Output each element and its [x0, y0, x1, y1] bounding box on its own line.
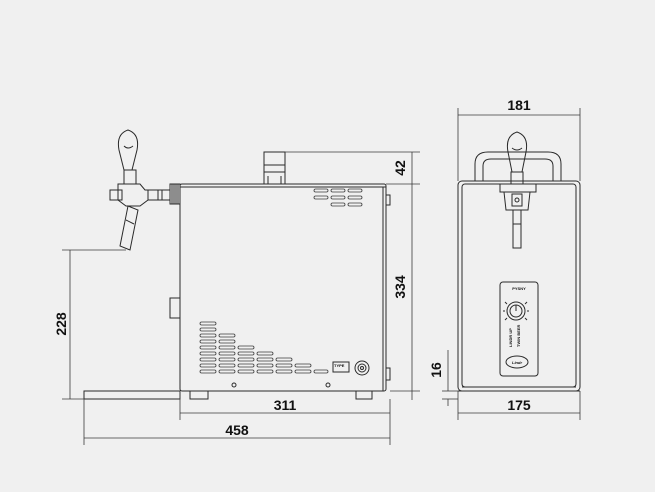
side-connector — [354, 360, 370, 376]
front-tap-body — [503, 191, 531, 211]
vent-slot — [218, 357, 236, 362]
vent-slot — [199, 351, 217, 356]
vent-slot — [237, 357, 255, 362]
panel-side-text2: TWIN BEER — [516, 324, 521, 347]
dim-334: 334 — [392, 275, 408, 299]
dim-458: 458 — [225, 422, 249, 438]
knob-label: PYSNY — [512, 286, 526, 291]
dim-42: 42 — [392, 160, 408, 176]
vent-slot — [199, 369, 217, 374]
dim-16: 16 — [428, 362, 444, 378]
side-tap-spout — [119, 205, 139, 251]
dimension-lines — [62, 108, 581, 445]
vent-slot — [275, 363, 293, 368]
logo-text: Lindr — [512, 360, 522, 365]
vent-slot — [218, 369, 236, 374]
side-body — [179, 183, 387, 392]
dim-181: 181 — [507, 97, 531, 113]
front-tap-spout — [512, 209, 522, 249]
top-vents — [313, 188, 363, 207]
vent-slot — [294, 363, 312, 368]
vent-slot — [256, 369, 274, 374]
vent-slot — [218, 351, 236, 356]
front-handle — [474, 151, 562, 181]
vent-slot — [237, 351, 255, 356]
vent-slot — [218, 363, 236, 368]
vent-slot — [199, 345, 217, 350]
vent-slot — [256, 363, 274, 368]
vent-slot — [218, 345, 236, 350]
vent-slot — [199, 333, 217, 338]
side-vent-grid — [199, 321, 329, 374]
vent-slot — [199, 339, 217, 344]
vent-slot — [199, 363, 217, 368]
side-tap-body — [117, 183, 149, 207]
vent-slot — [275, 357, 293, 362]
dim-175: 175 — [507, 397, 531, 413]
vent-slot — [218, 339, 236, 344]
panel-side-text: LINDR UP — [508, 328, 513, 347]
front-view: PYSNY LINDR UP TWIN BEER Lindr — [457, 131, 581, 392]
vent-slot — [256, 351, 274, 356]
vent-slot — [199, 357, 217, 362]
dim-228: 228 — [53, 312, 69, 336]
vent-slot — [237, 363, 255, 368]
vent-slot — [199, 327, 217, 332]
logo-badge — [505, 355, 529, 369]
vent-slot — [294, 369, 312, 374]
dim-311: 311 — [274, 397, 297, 413]
vent-slot — [256, 357, 274, 362]
vent-slot — [313, 369, 329, 374]
svg-text:TYPE: TYPE — [334, 363, 345, 368]
vent-slot — [237, 345, 255, 350]
vent-slot — [218, 333, 236, 338]
control-panel — [499, 281, 539, 377]
vent-slot — [199, 321, 217, 326]
side-handle — [263, 151, 286, 185]
front-tap-lever — [506, 131, 528, 173]
side-tap-lever — [117, 129, 139, 171]
temperature-knob[interactable] — [503, 301, 529, 321]
drip-tray — [83, 390, 181, 400]
vent-slot — [237, 369, 255, 374]
side-view: TYPE — [83, 129, 391, 400]
vent-slot — [275, 369, 293, 374]
